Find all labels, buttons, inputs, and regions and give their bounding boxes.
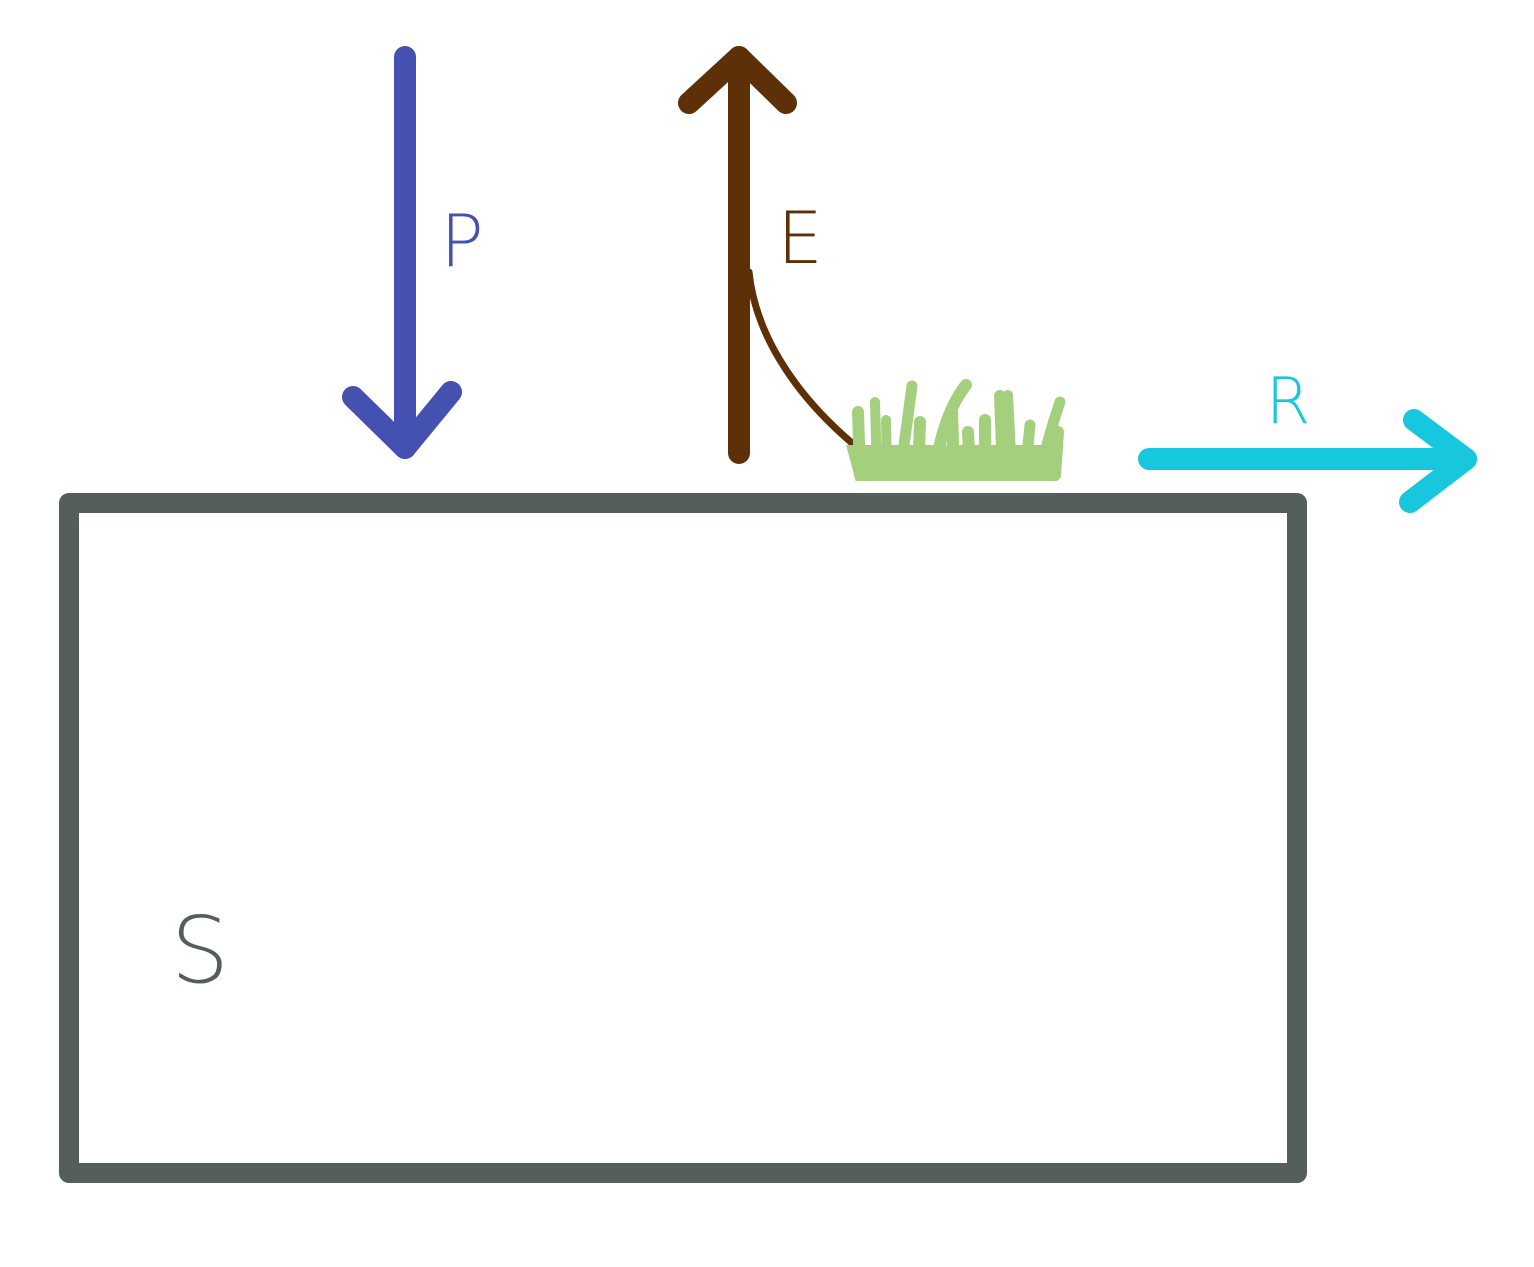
runoff-arrow bbox=[1138, 409, 1477, 513]
storage-box bbox=[59, 493, 1307, 1183]
storage-label: S bbox=[171, 897, 229, 1004]
precipitation-arrow bbox=[342, 46, 462, 459]
grass-icon bbox=[846, 379, 1066, 481]
evapotranspiration-arrow bbox=[678, 46, 856, 464]
evapotranspiration-label: E bbox=[777, 196, 823, 280]
runoff-label: R bbox=[1266, 365, 1310, 439]
precipitation-label: P bbox=[440, 199, 483, 283]
